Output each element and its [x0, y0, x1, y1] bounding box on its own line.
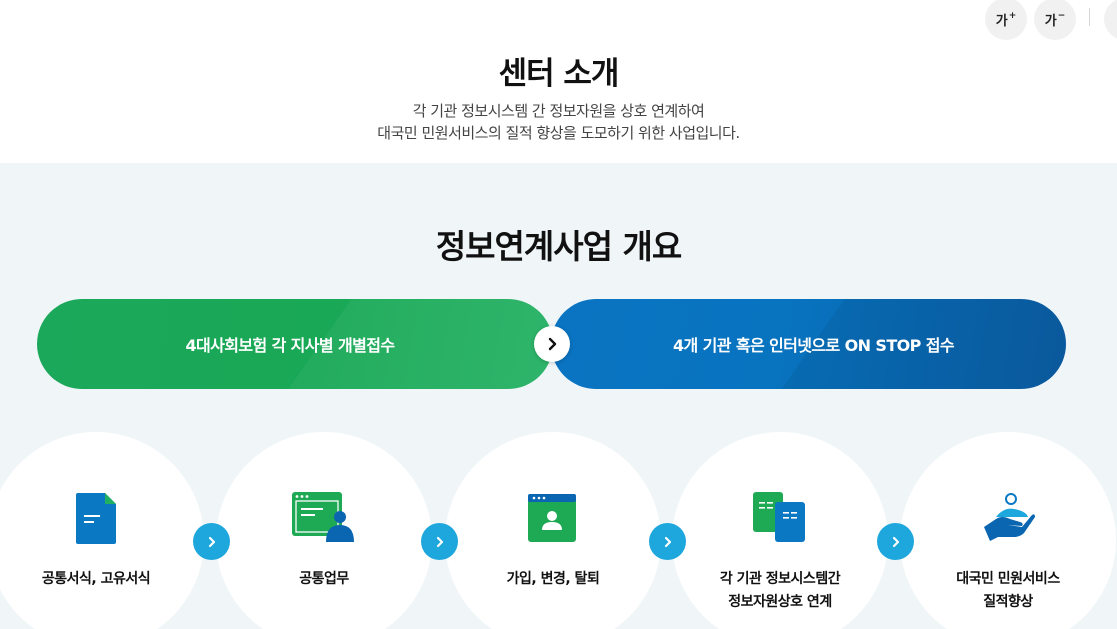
minus-mark: − — [1057, 11, 1066, 21]
step-label-4-line1: 각 기관 정보시스템간 — [719, 571, 841, 587]
step-label-4-line2: 정보자원상호 연계 — [728, 594, 832, 610]
overview-title: 정보연계사업 개요 — [435, 227, 682, 266]
page-title: 센터 소개 — [498, 56, 620, 92]
linked-documents-icon — [753, 492, 805, 542]
step-label-2-line1: 공통업무 — [299, 571, 349, 587]
chevron-right-icon — [193, 523, 230, 560]
step-label-4: 각 기관 정보시스템간 정보자원상호 연계 — [670, 568, 890, 614]
chevron-right-icon — [421, 523, 458, 560]
chevron-right-icon — [649, 523, 686, 560]
step-label-3-line1: 가입, 변경, 탈퇴 — [506, 571, 600, 587]
font-decrease-label: 가 — [1044, 13, 1057, 29]
after-process-banner: 4개 기관 혹은 인터넷으로 ON STOP 접수 — [551, 299, 1066, 389]
step-label-5-line2: 질적향상 — [983, 594, 1033, 610]
step-label-5-line1: 대국민 민원서비스 — [956, 571, 1060, 587]
chevron-right-icon — [877, 523, 914, 560]
step-label-3: 가입, 변경, 탈퇴 — [443, 568, 663, 591]
chevron-right-icon — [534, 326, 570, 362]
toolbar-divider — [1089, 8, 1090, 26]
after-process-label: 4개 기관 혹은 인터넷으로 ON STOP 접수 — [673, 336, 955, 355]
step-label-1-line1: 공통서식, 고유서식 — [41, 571, 151, 587]
step-label-5: 대국민 민원서비스 질적향상 — [898, 568, 1117, 614]
profile-window-icon — [528, 494, 576, 542]
plus-mark: + — [1008, 11, 1017, 21]
intro-description-line2: 대국민 민원서비스의 질적 향상을 도모하기 위한 사업입니다. — [377, 124, 740, 142]
before-process-banner: 4대사회보험 각 지사별 개별접수 — [37, 299, 553, 389]
hand-service-icon — [984, 493, 1035, 541]
intro-description-line1: 각 기관 정보시스템 간 정보자원을 상호 연계하여 — [412, 102, 705, 120]
step-label-2: 공통업무 — [214, 568, 434, 591]
document-icon — [76, 493, 116, 544]
step-label-1: 공통서식, 고유서식 — [0, 568, 206, 591]
intro-section — [0, 0, 1117, 163]
font-increase-button[interactable]: 가+ — [985, 0, 1027, 40]
font-increase-label: 가 — [995, 13, 1008, 29]
toolbar-button-partial[interactable] — [1104, 0, 1117, 40]
before-process-label: 4대사회보험 각 지사별 개별접수 — [185, 336, 395, 355]
font-decrease-button[interactable]: 가− — [1034, 0, 1076, 40]
browser-user-icon — [292, 492, 354, 542]
